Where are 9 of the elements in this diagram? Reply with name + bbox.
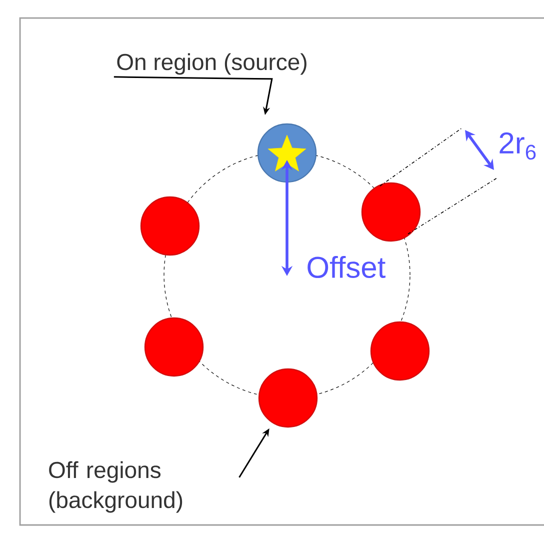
- off-region-circle: [370, 321, 430, 381]
- off-region-circle: [258, 368, 318, 428]
- diameter-label: 2r$_{6}$: [500, 132, 536, 160]
- off-region-circle: [361, 182, 421, 242]
- region-label: Off regions (background): [49, 461, 182, 513]
- off-region-circle: [144, 317, 204, 377]
- off-region-circle: [140, 196, 200, 256]
- offset-label: Offset: [308, 256, 386, 278]
- region-label: On region (source): [117, 53, 306, 75]
